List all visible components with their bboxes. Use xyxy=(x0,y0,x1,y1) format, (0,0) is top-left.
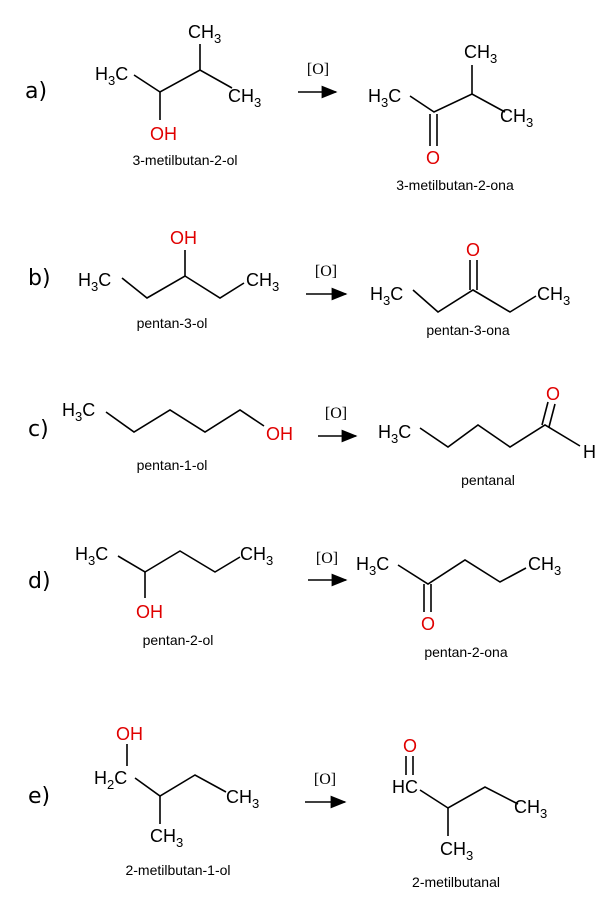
reaction-e: e) OH H2C CH3 CH3 2-metilbutan-1-ol [O] … xyxy=(28,724,547,890)
svg-text:OH: OH xyxy=(266,424,293,444)
reactant-2-metilbutan-1-ol: OH H2C CH3 CH3 2-metilbutan-1-ol xyxy=(94,724,259,878)
reaction-label: c) xyxy=(28,417,49,442)
reagent-label: [O] xyxy=(315,263,337,280)
compound-name: pentan-1-ol xyxy=(137,457,208,473)
reactant-pentan-1-ol: H3C OH pentan-1-ol xyxy=(62,400,293,473)
svg-text:CH3: CH3 xyxy=(528,554,561,578)
svg-text:OH: OH xyxy=(150,124,177,144)
reactant-pentan-2-ol: H3C CH3 OH pentan-2-ol xyxy=(75,544,273,648)
reaction-label: e) xyxy=(28,784,50,809)
product-pentan-2-ona: H3C CH3 O pentan-2-ona xyxy=(356,554,561,660)
svg-text:O: O xyxy=(403,736,417,756)
compound-name: pentan-3-ol xyxy=(137,315,208,331)
svg-text:HC: HC xyxy=(392,777,418,797)
reactant-pentan-3-ol: OH H3C CH3 pentan-3-ol xyxy=(78,228,279,331)
svg-text:CH3: CH3 xyxy=(537,284,570,308)
svg-text:CH3: CH3 xyxy=(514,797,547,821)
compound-name: 3-metilbutan-2-ona xyxy=(396,177,514,193)
svg-text:H3C: H3C xyxy=(75,544,108,568)
reagent-label: [O] xyxy=(325,405,347,422)
svg-text:H3C: H3C xyxy=(356,554,389,578)
svg-text:CH3: CH3 xyxy=(150,826,183,850)
compound-name: pentanal xyxy=(461,472,515,488)
svg-text:OH: OH xyxy=(170,228,197,248)
svg-text:OH: OH xyxy=(116,724,143,744)
svg-text:OH: OH xyxy=(136,602,163,622)
svg-text:CH3: CH3 xyxy=(228,86,261,110)
svg-text:H3C: H3C xyxy=(78,270,111,294)
reaction-label: d) xyxy=(28,569,51,594)
svg-text:H3C: H3C xyxy=(370,284,403,308)
svg-text:H3C: H3C xyxy=(378,422,411,446)
reactant-3-metilbutan-2-ol: CH3 H3C CH3 OH 3-metilbutan-2-ol xyxy=(95,22,261,168)
product-pentanal: O H H3C pentanal xyxy=(378,384,596,488)
svg-text:CH3: CH3 xyxy=(500,106,533,130)
svg-text:O: O xyxy=(421,614,435,634)
reaction-b: b) OH H3C CH3 pentan-3-ol [O] O H3C CH3 … xyxy=(28,228,570,338)
svg-text:H3C: H3C xyxy=(95,64,128,88)
svg-text:H2C: H2C xyxy=(94,768,127,792)
reaction-label: b) xyxy=(28,266,51,291)
reaction-label: a) xyxy=(25,79,47,104)
reagent-label: [O] xyxy=(316,550,338,567)
svg-text:CH3: CH3 xyxy=(440,839,473,863)
compound-name: 3-metilbutan-2-ol xyxy=(132,152,237,168)
compound-name: 2-metilbutanal xyxy=(412,874,500,890)
reagent-label: [O] xyxy=(307,61,329,78)
svg-text:O: O xyxy=(466,240,480,260)
product-3-metilbutan-2-ona: CH3 H3C CH3 O 3-metilbutan-2-ona xyxy=(368,42,533,193)
svg-text:H: H xyxy=(583,442,596,462)
svg-text:CH3: CH3 xyxy=(188,22,221,46)
reaction-a: a) CH3 H3C CH3 OH 3-metilbutan-2-ol [O] … xyxy=(25,22,533,193)
compound-name: pentan-2-ol xyxy=(143,632,214,648)
svg-text:O: O xyxy=(426,148,440,168)
svg-text:CH3: CH3 xyxy=(226,787,259,811)
svg-text:H3C: H3C xyxy=(62,400,95,424)
product-pentan-3-ona: O H3C CH3 pentan-3-ona xyxy=(370,240,570,338)
product-2-metilbutanal: O HC CH3 CH3 2-metilbutanal xyxy=(392,736,547,890)
compound-name: pentan-2-ona xyxy=(424,644,508,660)
reagent-label: [O] xyxy=(314,771,336,788)
compound-name: 2-metilbutan-1-ol xyxy=(125,862,230,878)
reaction-d: d) H3C CH3 OH pentan-2-ol [O] H3C CH3 O … xyxy=(28,544,561,660)
svg-text:CH3: CH3 xyxy=(464,42,497,66)
compound-name: pentan-3-ona xyxy=(426,322,510,338)
svg-text:CH3: CH3 xyxy=(240,544,273,568)
svg-text:CH3: CH3 xyxy=(246,270,279,294)
reaction-c: c) H3C OH pentan-1-ol [O] O H H3C pentan… xyxy=(28,384,596,488)
svg-text:H3C: H3C xyxy=(368,86,401,110)
svg-text:O: O xyxy=(546,384,560,404)
